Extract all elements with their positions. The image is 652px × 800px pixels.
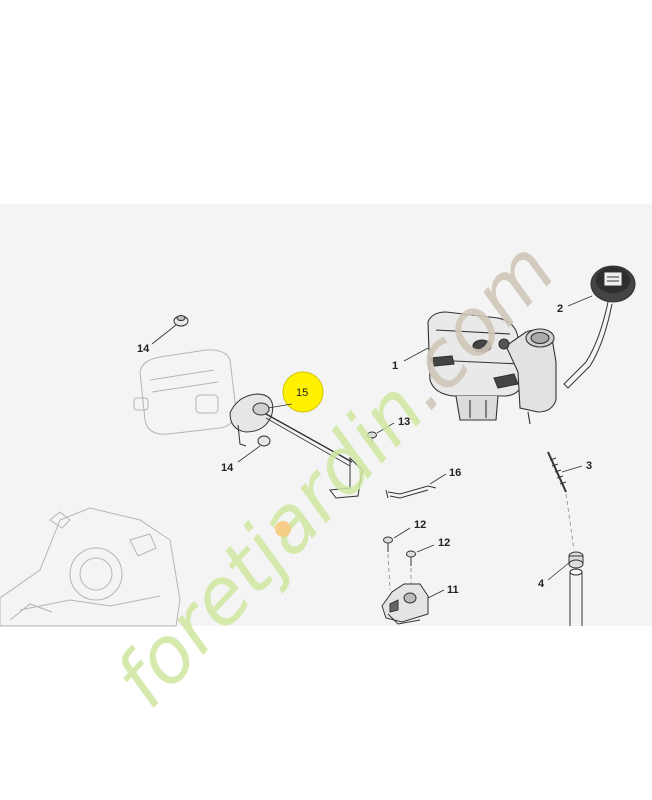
- diagram-background: [0, 204, 652, 626]
- label-14b: 14: [221, 462, 234, 474]
- leader-1: [403, 347, 429, 362]
- part-12-screw-a: [383, 536, 393, 552]
- leader-14b: [237, 445, 261, 463]
- label-3: 3: [586, 460, 592, 472]
- label-16: 16: [449, 467, 461, 479]
- part-13-screw: [367, 431, 377, 443]
- label-15: 15: [296, 387, 308, 399]
- part-3-bolt: [547, 451, 567, 493]
- part-1-fuel-tank: [427, 311, 557, 425]
- leader-3: [561, 465, 583, 473]
- label-11: 11: [447, 584, 459, 596]
- engine-deck-outline: [0, 507, 181, 627]
- leader-14a: [151, 324, 177, 345]
- part-16-rod: [385, 485, 437, 499]
- dash-axis-12a: [387, 553, 391, 591]
- leader-11: [427, 589, 445, 599]
- leader-15: [267, 403, 293, 409]
- label-4: 4: [538, 578, 545, 590]
- leader-12a: [393, 527, 411, 539]
- label-12a: 12: [414, 519, 426, 531]
- label-14a: 14: [137, 343, 150, 355]
- watermark-accent-dot: [275, 521, 291, 537]
- label-13: 13: [398, 416, 410, 428]
- part-11-bracket: [381, 583, 429, 625]
- part-12-screw-b: [406, 550, 416, 566]
- part-4-spacer: [568, 551, 584, 569]
- leader-12b: [416, 544, 435, 553]
- label-2: 2: [557, 303, 563, 315]
- leader-16: [429, 473, 447, 485]
- label-1: 1: [392, 360, 398, 372]
- part-15-fuel-sender: [229, 393, 363, 499]
- tube-support: [569, 568, 583, 626]
- part-14-nut-top: [173, 315, 189, 327]
- label-12b: 12: [438, 537, 450, 549]
- part-2-fuel-cap: [563, 265, 636, 389]
- leader-4: [547, 561, 571, 581]
- part-14-nut-bottom: [257, 435, 271, 447]
- leader-2: [567, 295, 593, 307]
- leader-13: [376, 422, 395, 434]
- highlight-circle-15: [282, 371, 324, 413]
- dash-axis-3: [565, 493, 575, 551]
